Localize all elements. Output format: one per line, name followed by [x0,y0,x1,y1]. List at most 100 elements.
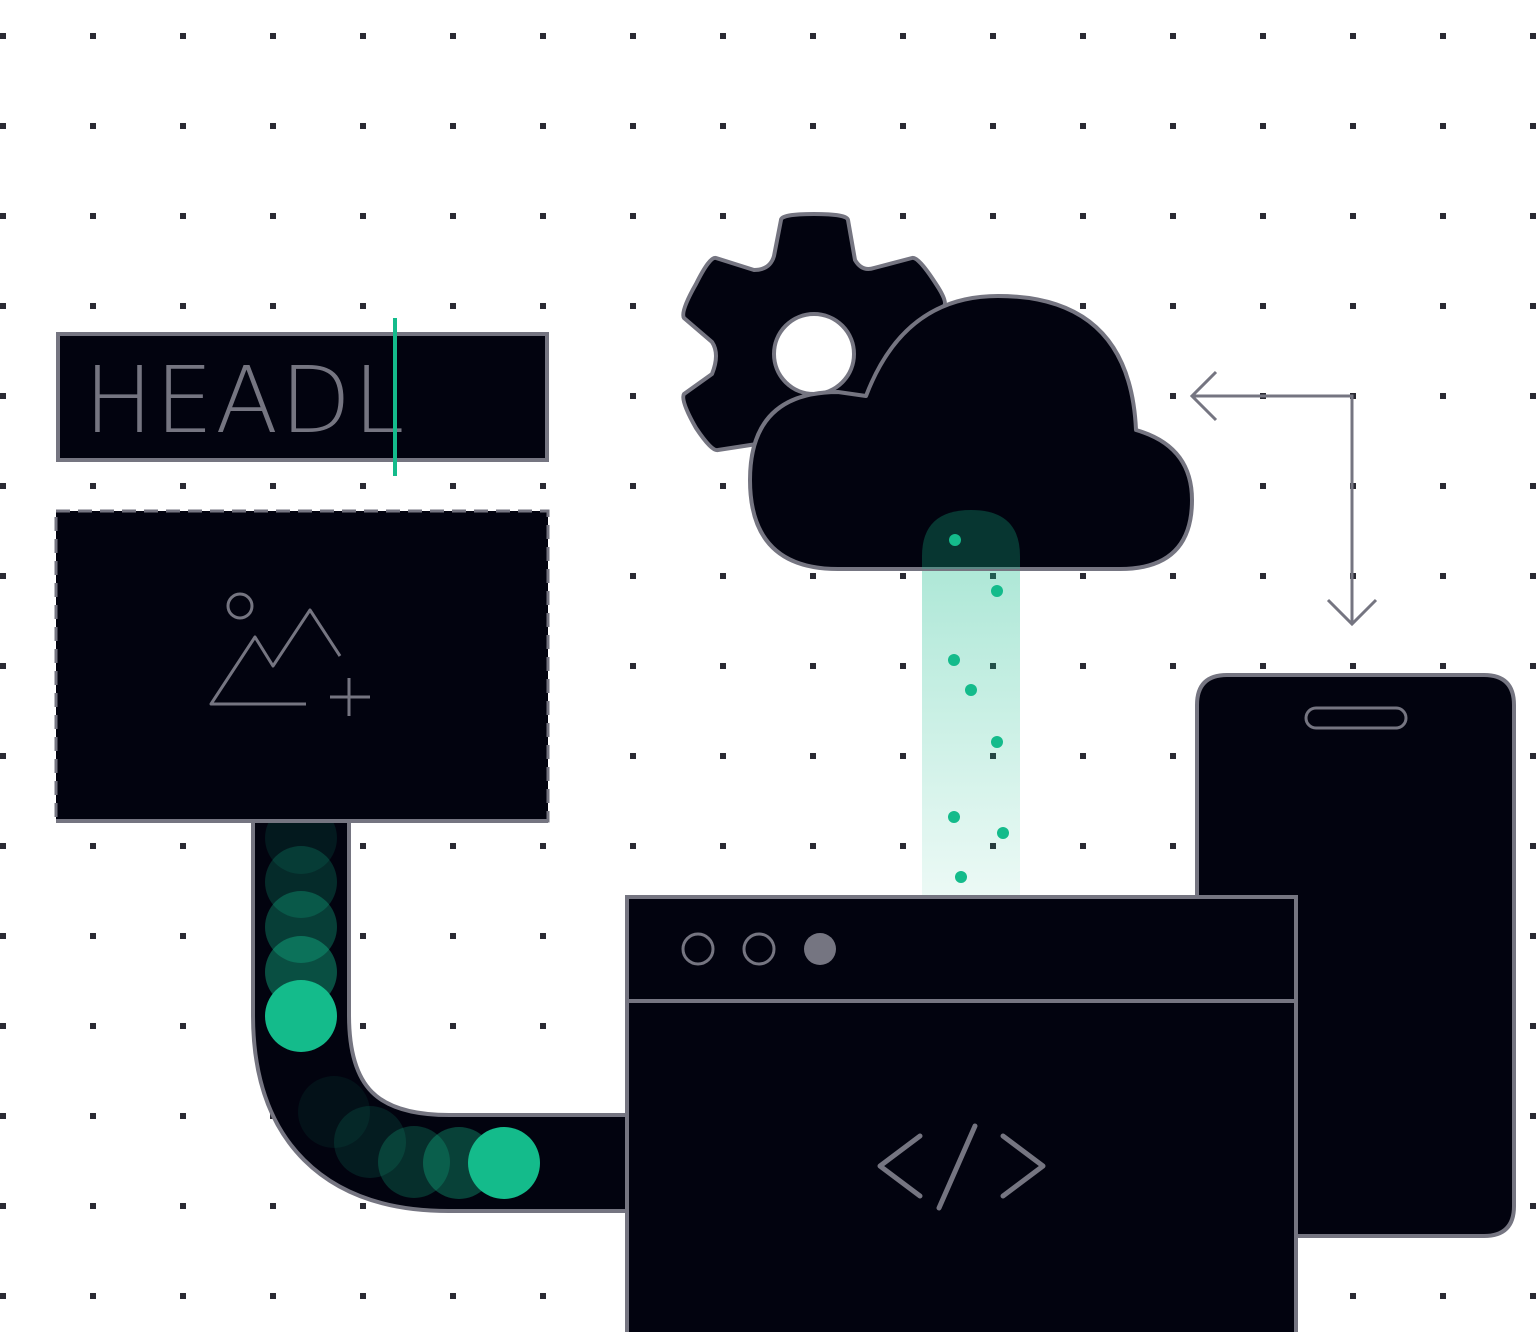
grid-dot [360,33,366,39]
cloud-icon[interactable] [748,294,1194,571]
grid-dot [540,303,546,309]
grid-dot [180,1203,186,1209]
grid-dot [270,1203,276,1209]
grid-dot [450,123,456,129]
grid-dot [1440,123,1446,129]
grid-dot [720,843,726,849]
grid-dot [540,33,546,39]
grid-dot [720,33,726,39]
grid-dot [1440,573,1446,579]
grid-dot [1260,663,1266,669]
grid-dot [810,573,816,579]
grid-dot [90,483,96,489]
grid-dot [180,213,186,219]
grid-dot [180,483,186,489]
pipe-particles-horizontal [298,1076,540,1199]
grid-dot [1260,33,1266,39]
grid-dot [720,213,726,219]
grid-dot [270,1293,276,1299]
grid-dot [0,1023,6,1029]
grid-dot [360,843,366,849]
grid-dot [1260,303,1266,309]
grid-dot [360,933,366,939]
grid-dot [360,483,366,489]
grid-dot [90,1023,96,1029]
grid-dot [720,573,726,579]
grid-dot [1170,843,1176,849]
grid-dot [540,843,546,849]
grid-dot [1170,303,1176,309]
grid-dot [180,1293,186,1299]
grid-dot [1530,843,1536,849]
grid-dot [540,213,546,219]
grid-dot [1080,663,1086,669]
grid-dot [1530,1293,1536,1299]
grid-dot [1530,573,1536,579]
grid-dot [450,933,456,939]
grid-dot [90,1113,96,1119]
grid-dot [90,33,96,39]
grid-dot [0,123,6,129]
grid-dot [990,33,996,39]
headline-input-field[interactable]: HEADL [56,318,549,476]
grid-dot [0,1203,6,1209]
grid-dot [630,33,636,39]
grid-dot [720,123,726,129]
pipe-particles-vertical [265,802,337,1052]
grid-dot [810,123,816,129]
grid-dot [90,213,96,219]
grid-dot [630,843,636,849]
grid-dot [1260,213,1266,219]
grid-dot [630,213,636,219]
grid-dot [630,573,636,579]
grid-dot [900,843,906,849]
grid-dot [900,213,906,219]
grid-dot [270,483,276,489]
grid-dot [540,933,546,939]
grid-dot [810,753,816,759]
grid-dot [90,303,96,309]
grid-dot [360,1023,366,1029]
browser-window-icon[interactable] [625,895,1298,1332]
grid-dot [0,573,6,579]
image-placeholder-box[interactable] [54,509,550,823]
image-add-icon [209,592,370,716]
grid-dot [180,1113,186,1119]
grid-dot [0,33,6,39]
grid-dot [1530,1023,1536,1029]
headline-text: HEADL [84,347,406,454]
data-beam-source [922,510,1020,569]
grid-dot [1080,33,1086,39]
grid-dot [1530,213,1536,219]
grid-dot [450,303,456,309]
grid-dot [1350,123,1356,129]
grid-dot [270,33,276,39]
data-beam [922,560,1020,898]
grid-dot [180,123,186,129]
grid-dot [1440,303,1446,309]
grid-dot [810,843,816,849]
grid-dot [900,663,906,669]
grid-dot [1170,663,1176,669]
grid-dot [630,123,636,129]
grid-dot [0,933,6,939]
grid-dot [1530,483,1536,489]
grid-dot [900,123,906,129]
grid-dot [450,1023,456,1029]
grid-dot [270,303,276,309]
grid-dot [630,753,636,759]
grid-dot [360,1293,366,1299]
grid-dot [630,483,636,489]
grid-dot [1080,303,1086,309]
sync-arrow-icon [1189,370,1378,627]
grid-dot [450,843,456,849]
grid-dot [810,663,816,669]
grid-dot [1080,843,1086,849]
grid-dot [720,753,726,759]
grid-dot [180,843,186,849]
grid-dot [630,663,636,669]
grid-dot [810,33,816,39]
grid-dot [1080,753,1086,759]
grid-dot [1170,393,1176,399]
